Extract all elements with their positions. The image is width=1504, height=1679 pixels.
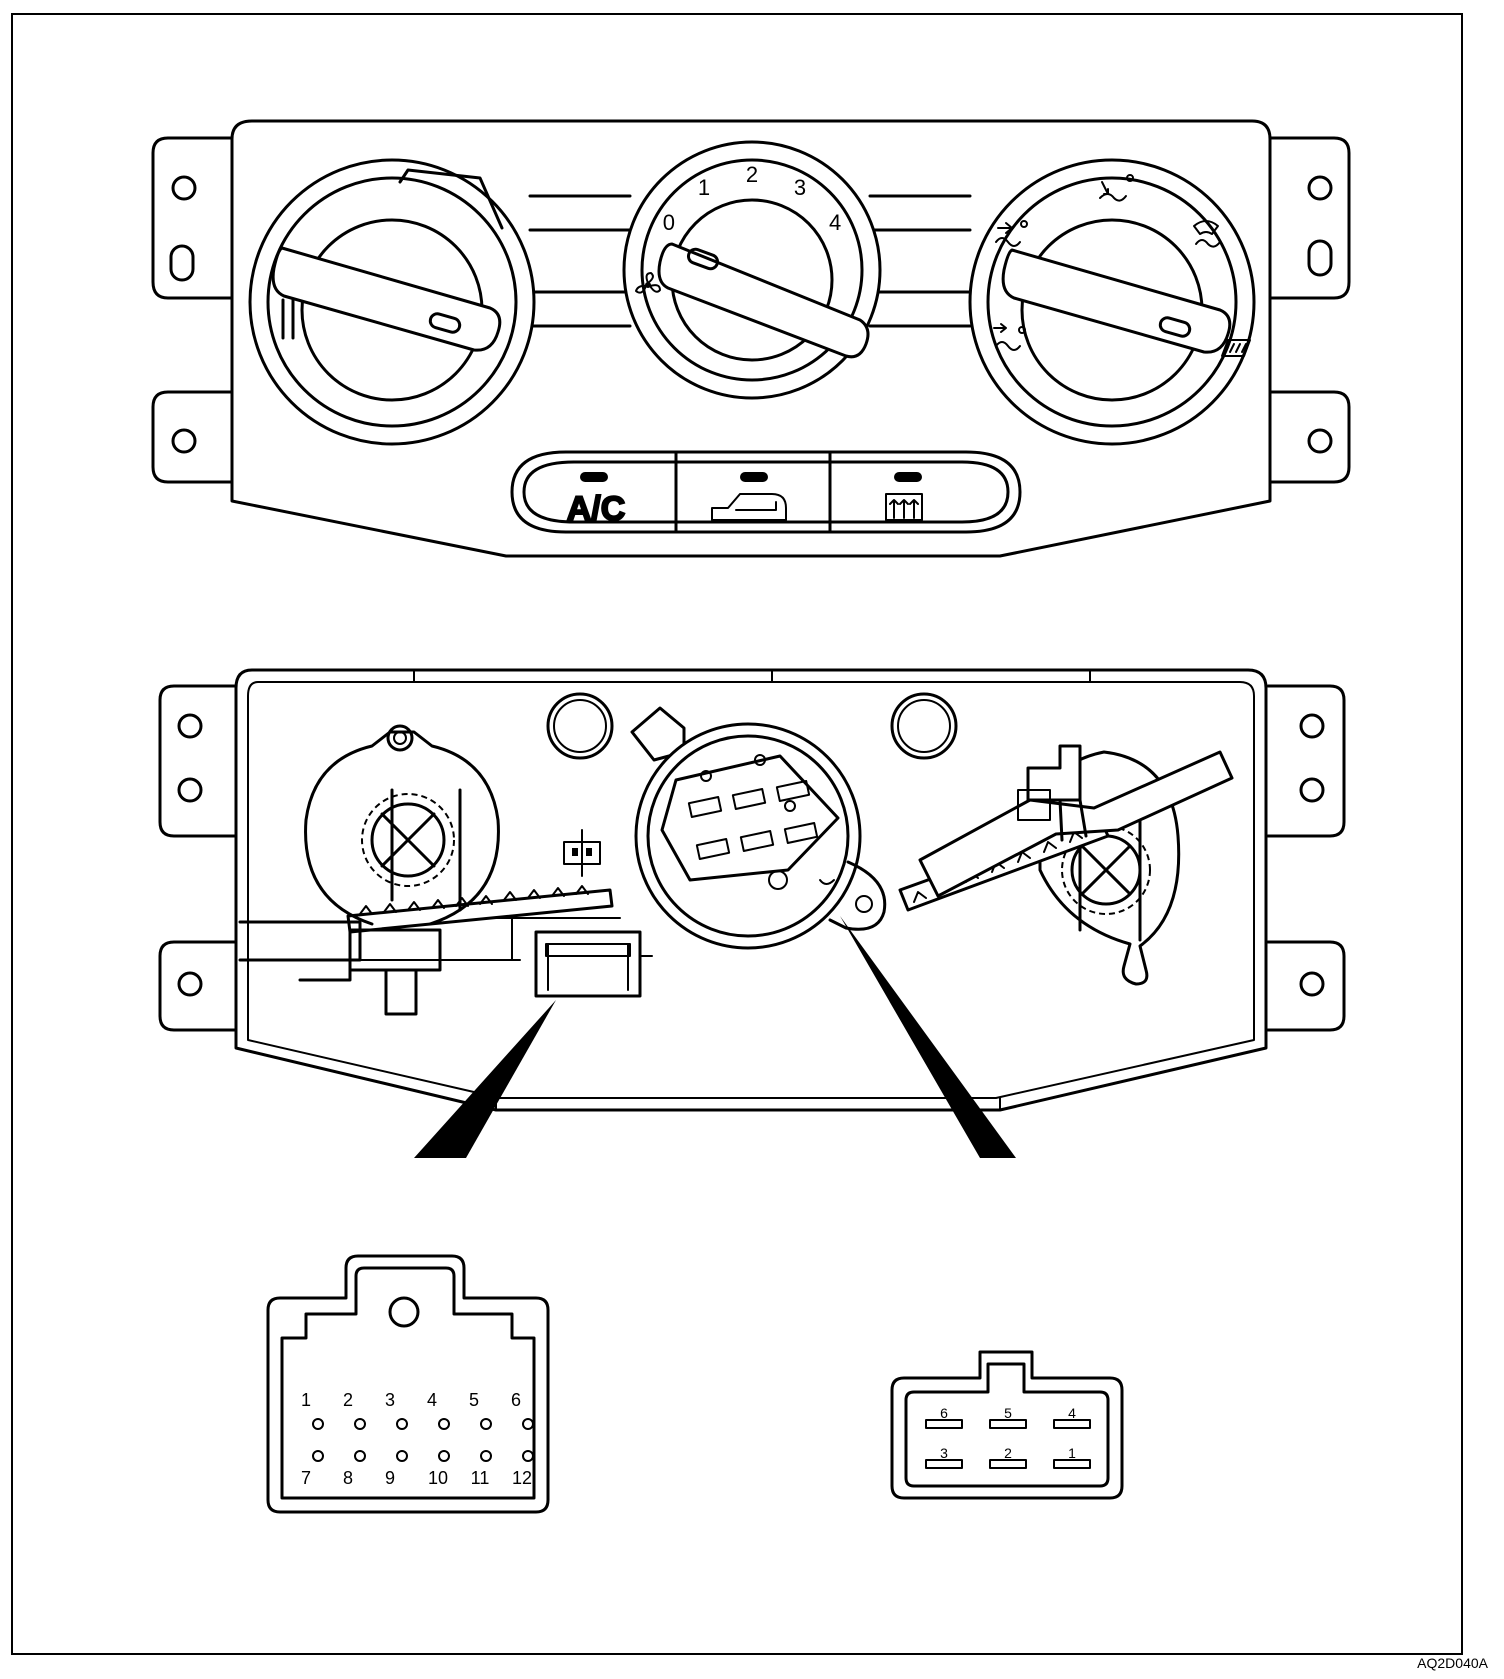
twelve-pin-pointer — [414, 1000, 556, 1158]
twelve-pin-label-6: 6 — [511, 1390, 521, 1410]
front-right-lower-tab — [1268, 390, 1351, 484]
six-pin-label-3: 3 — [940, 1445, 948, 1461]
pin-hole-5 — [480, 1418, 492, 1430]
vent-floor-icon — [993, 323, 1026, 351]
twelve-pin-label-9: 9 — [385, 1468, 395, 1488]
fan-speed-label-2: 2 — [746, 162, 758, 187]
ac-button-label: A/C — [567, 490, 626, 528]
rear-control-panel — [158, 668, 1346, 1112]
twelve-pin-label-3: 3 — [385, 1390, 395, 1410]
six-pin-label-4: 4 — [1068, 1405, 1076, 1421]
left-cable-mechanism — [238, 724, 621, 1016]
six-pin-labels: 6 5 4 3 2 1 — [925, 1405, 1091, 1469]
front-control-panel: 01 2 34 — [151, 119, 1351, 558]
six-pin-label-2: 2 — [1004, 1445, 1012, 1461]
twelve-pin-connector-socket — [534, 930, 653, 998]
six-pin-connector: 6 5 4 3 2 1 — [890, 1350, 1124, 1500]
six-pin-label-6: 6 — [940, 1405, 948, 1421]
rear-right-lower-tab — [1266, 940, 1346, 1032]
pin-terminal-3 — [925, 1459, 963, 1469]
six-pin-connector-socket — [687, 780, 819, 860]
rear-defrost-indicator-led — [894, 472, 922, 482]
six-pin-label-5: 5 — [1004, 1405, 1012, 1421]
vent-face-icon — [995, 220, 1028, 247]
pin-hole-12 — [522, 1450, 534, 1462]
ac-indicator-led — [580, 472, 608, 482]
figure-code: AQ2D040A — [1417, 1655, 1488, 1671]
twelve-pin-label-4: 4 — [427, 1390, 437, 1410]
blower-switch-body — [634, 722, 887, 950]
left-gear-rack — [346, 888, 614, 934]
right-cable-mechanism — [898, 744, 1234, 986]
pin-hole-2 — [354, 1418, 366, 1430]
pin-hole-7 — [312, 1450, 324, 1462]
twelve-pin-label-1: 1 — [301, 1390, 311, 1410]
fan-speed-knob[interactable]: 01 2 34 — [622, 140, 882, 400]
rear-left-lower-tab — [158, 940, 238, 1032]
right-gear — [1061, 806, 1151, 942]
front-right-upper-tab — [1268, 136, 1351, 300]
twelve-pin-label-8: 8 — [343, 1468, 353, 1488]
twelve-pin-label-2: 2 — [343, 1390, 353, 1410]
mounting-hole — [890, 692, 958, 760]
pin-hole-8 — [354, 1450, 366, 1462]
pin-hole-9 — [396, 1450, 408, 1462]
recirculation-icon — [711, 493, 787, 521]
ac-button[interactable]: A/C — [566, 472, 626, 529]
twelve-pin-label-10: 10 — [428, 1468, 448, 1488]
sensor-clip — [563, 829, 601, 877]
vent-bilevel-icon — [1099, 174, 1134, 202]
pin-hole-3 — [396, 1418, 408, 1430]
rear-right-upper-tab — [1266, 684, 1346, 838]
fan-speed-label-3: 3 — [794, 175, 806, 200]
mounting-hole — [546, 692, 614, 760]
pin-hole-11 — [480, 1450, 492, 1462]
six-pin-pointer — [840, 916, 1016, 1158]
twelve-pin-label-11: 11 — [471, 1468, 490, 1488]
rear-left-upper-tab — [158, 684, 238, 838]
front-left-lower-tab — [151, 390, 234, 484]
figure-frame — [11, 13, 1463, 1655]
front-left-upper-tab — [151, 136, 234, 300]
rear-defrost-icon — [885, 493, 923, 521]
rear-defrost-button[interactable] — [885, 472, 923, 521]
pin-hole-1 — [312, 1418, 324, 1430]
twelve-pin-label-12: 12 — [512, 1468, 532, 1488]
pin-hole-6 — [522, 1418, 534, 1430]
left-gear — [361, 788, 462, 912]
fan-icon — [635, 272, 661, 294]
twelve-pin-label-5: 5 — [469, 1390, 479, 1410]
recirculation-indicator-led — [740, 472, 768, 482]
floor-defrost-icon — [1193, 220, 1221, 248]
six-pin-label-1: 1 — [1068, 1445, 1076, 1461]
mode-knob[interactable] — [968, 158, 1256, 446]
fan-speed-label-1: 1 — [698, 175, 710, 200]
pin-terminal-4 — [1053, 1419, 1091, 1429]
windshield-defrost-icon — [1221, 339, 1251, 357]
fan-speed-label-4: 4 — [829, 210, 841, 235]
temperature-knob[interactable] — [248, 158, 536, 446]
fan-speed-label-0: 0 — [663, 210, 675, 235]
pin-terminal-6 — [925, 1419, 963, 1429]
pin-terminal-2 — [989, 1459, 1027, 1469]
twelve-pin-label-7: 7 — [301, 1468, 311, 1488]
pin-terminal-1 — [1053, 1459, 1091, 1469]
pin-hole-4 — [438, 1418, 450, 1430]
pin-terminal-5 — [989, 1419, 1027, 1429]
recirculation-button[interactable] — [711, 472, 787, 521]
pin-hole-10 — [438, 1450, 450, 1462]
